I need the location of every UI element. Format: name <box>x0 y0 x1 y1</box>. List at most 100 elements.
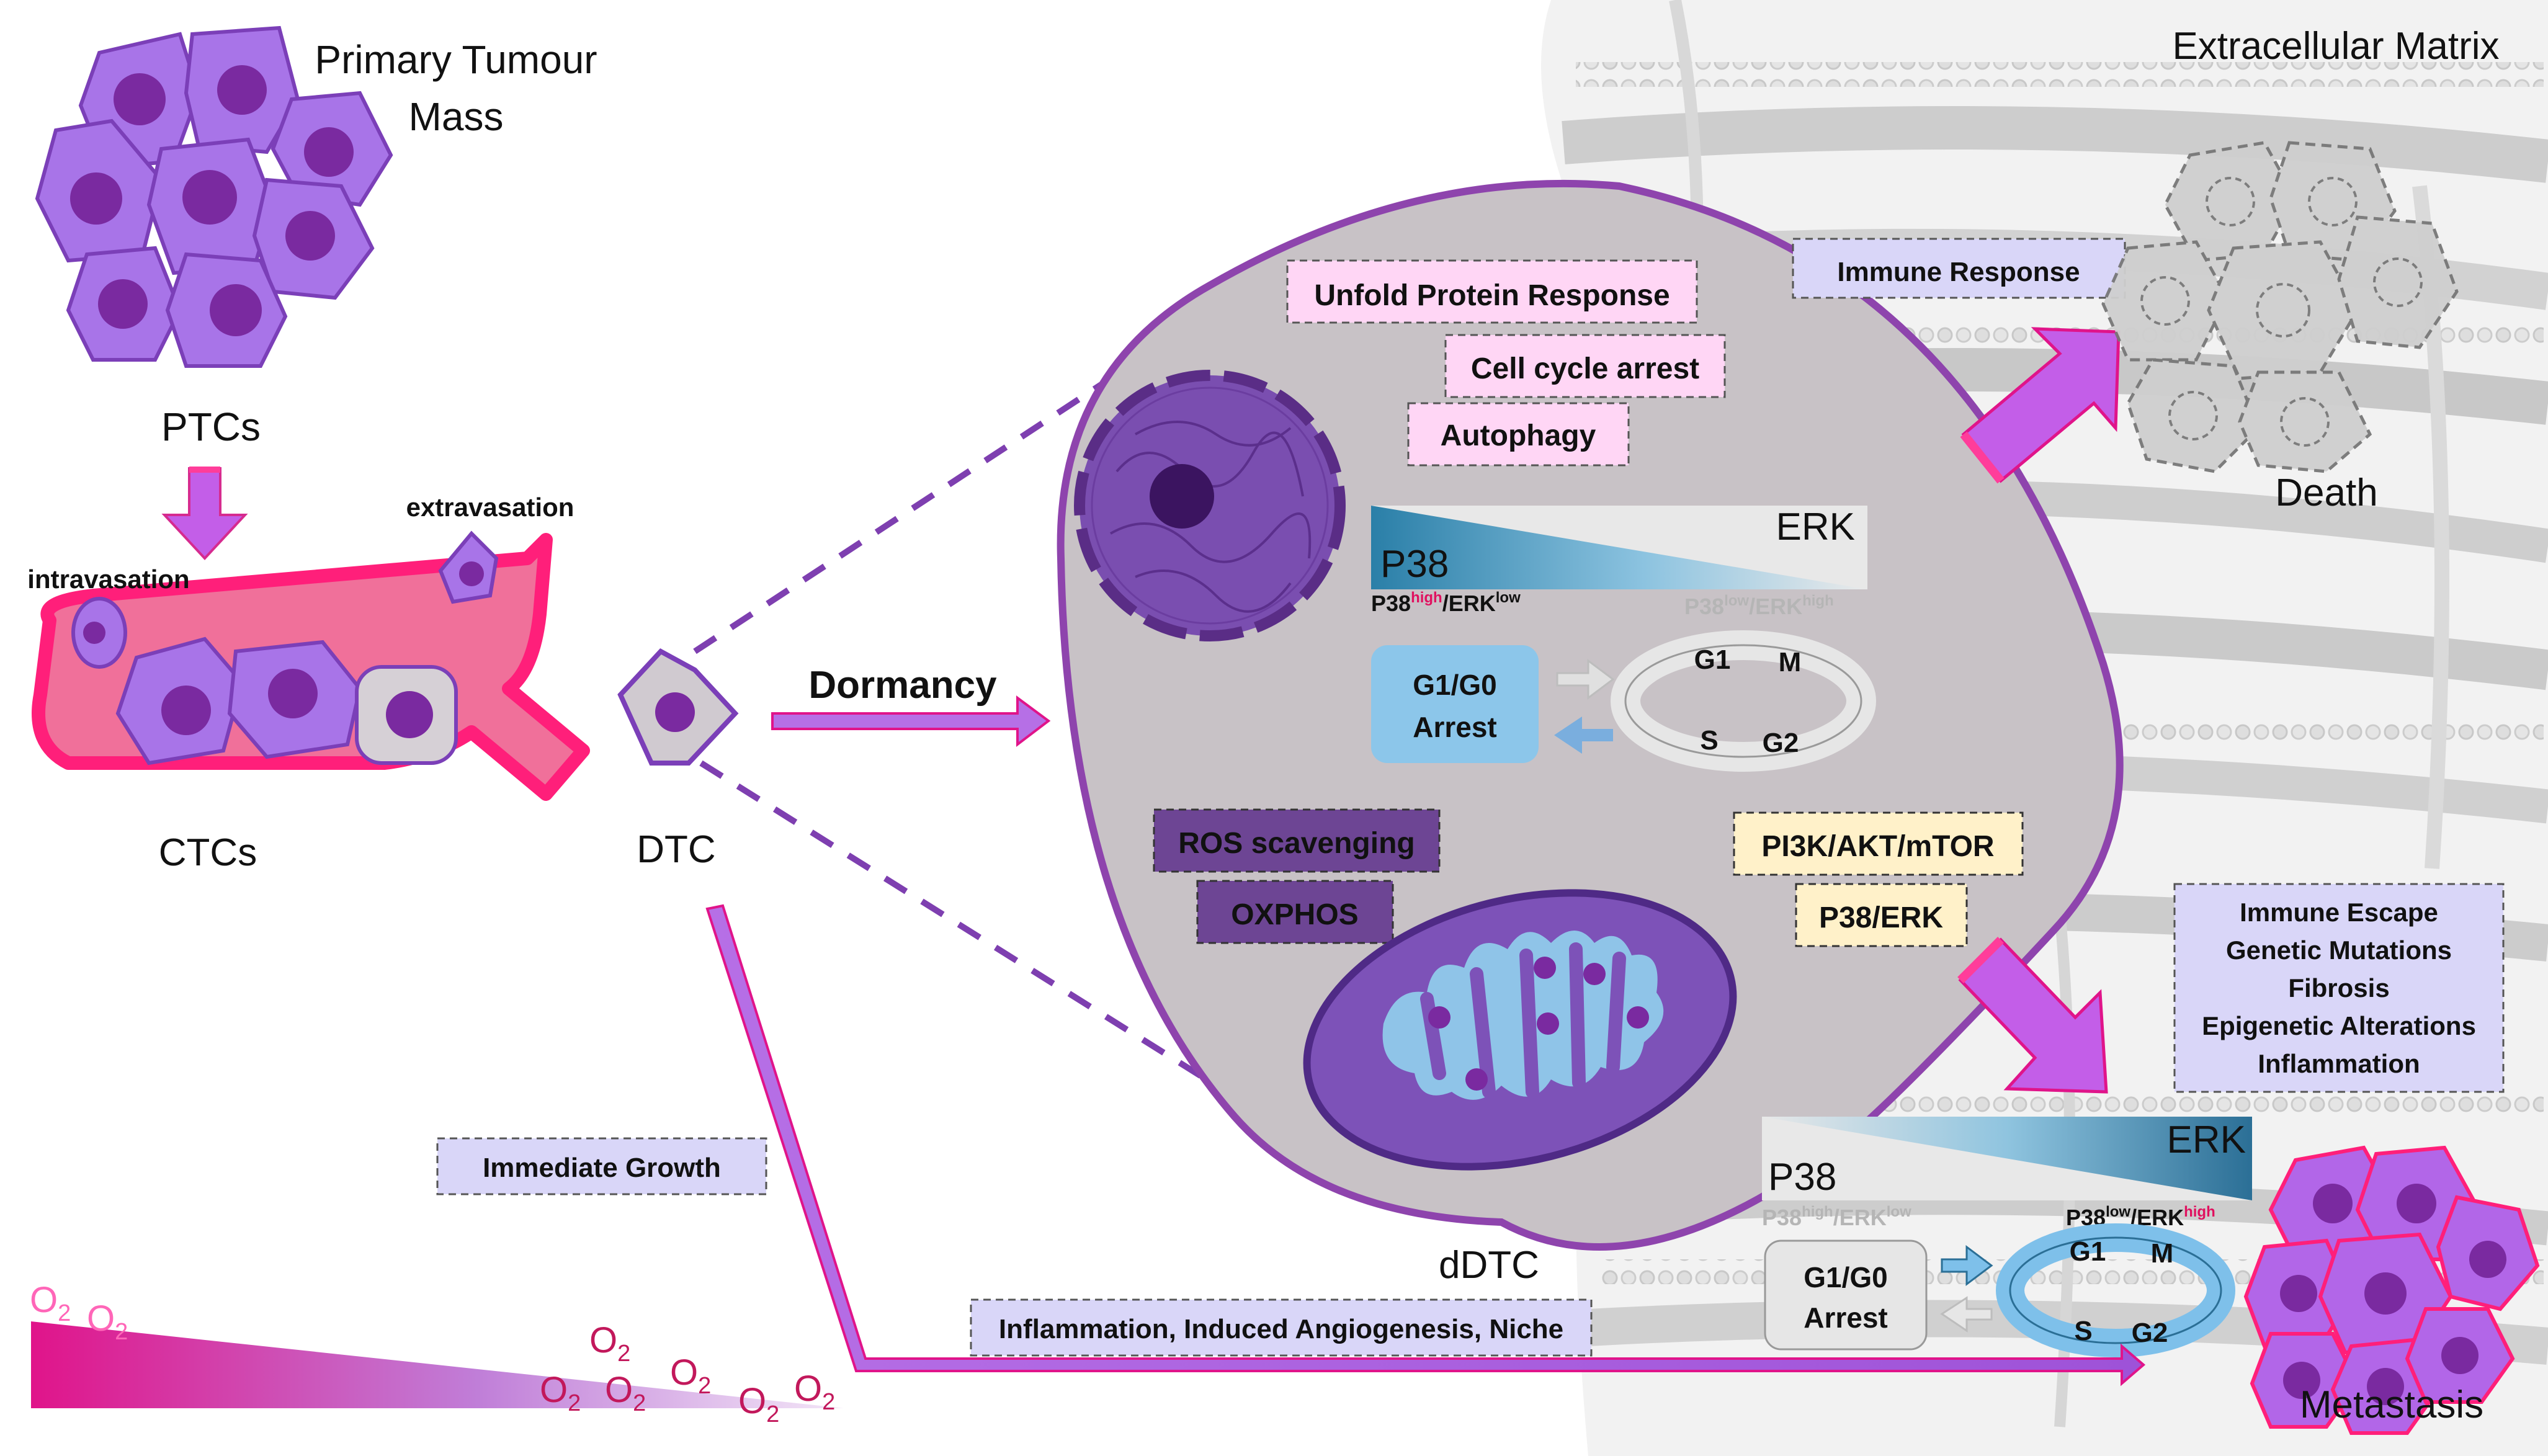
ddtc-nucleus <box>1074 370 1346 641</box>
metastasis-cell-cluster <box>2243 1145 2540 1435</box>
metastasis-label: Metastasis <box>2300 1383 2483 1426</box>
dead-cell <box>2238 370 2372 473</box>
oxygen-gradient <box>31 1321 844 1408</box>
oxygen-label: O2 <box>605 1370 646 1416</box>
svg-text:G1/G0: G1/G0 <box>1804 1261 1888 1293</box>
cell-cycle-arrest-box: Cell cycle arrest <box>1444 334 1726 398</box>
intravasating-cell <box>71 597 127 669</box>
tumour-cell <box>184 25 300 154</box>
p38-erk-gradient-dormant: ERK P38 <box>1371 506 1867 589</box>
svg-text:P38/ERK: P38/ERK <box>1819 901 1943 934</box>
svg-text:OXPHOS: OXPHOS <box>1231 898 1358 931</box>
svg-text:M: M <box>1779 647 1802 677</box>
svg-text:ERK: ERK <box>1776 506 1855 548</box>
svg-text:Immune Response: Immune Response <box>1837 257 2080 287</box>
svg-text:PI3K/AKT/mTOR: PI3K/AKT/mTOR <box>1761 830 1994 863</box>
dormancy-arrow <box>771 695 1051 748</box>
mitochondrion <box>1303 889 1737 1171</box>
p38-high-erk-low-label: P38high/ERKlow <box>1371 589 1521 616</box>
tumour-cell <box>270 91 393 207</box>
metastasis-factor-immune-escape: Immune Escape <box>2240 898 2438 927</box>
svg-text:ROS scavenging: ROS scavenging <box>1178 827 1415 860</box>
death-label: Death <box>2275 471 2377 514</box>
dead-cell <box>2337 215 2459 349</box>
metastasis-factor-epigenetic: Epigenetic Alterations <box>2202 1011 2476 1040</box>
circulating-tumour-cell-grey <box>355 665 458 765</box>
ctc-cells <box>71 530 499 766</box>
svg-text:G1: G1 <box>1694 645 1731 675</box>
tumour-cell <box>165 252 288 368</box>
g1-g0-arrest-box-metastasis: G1/G0 Arrest <box>1764 1239 1928 1351</box>
svg-text:ERK: ERK <box>2167 1119 2246 1161</box>
metastatic-cell <box>2250 1332 2360 1429</box>
dormancy-label: Dormancy <box>808 664 997 707</box>
p38-low-erk-high-faded-label: P38low/ERKhigh <box>1684 592 1834 619</box>
metastasis-factor-fibrosis: Fibrosis <box>2288 973 2389 1003</box>
tumour-cell <box>35 118 164 263</box>
immediate-growth-pathway-arrow <box>705 904 2146 1387</box>
oxygen-label: O2 <box>589 1320 630 1367</box>
arrest-arrows-dormant <box>1554 659 1615 754</box>
dead-cell <box>2207 240 2359 380</box>
oxygen-label: O2 <box>794 1369 835 1415</box>
zoom-line-upper <box>693 375 1112 654</box>
arrest-arrows-metastasis <box>1940 1245 1993 1333</box>
p38-low-erk-high-label: P38low/ERKhigh <box>2066 1204 2215 1230</box>
circulating-tumour-cell <box>115 636 244 766</box>
svg-text:Arrest: Arrest <box>1804 1302 1888 1334</box>
dtc-cell <box>617 648 739 766</box>
extravasating-cell <box>438 530 499 604</box>
immune-response-box: Immune Response <box>1792 238 2126 299</box>
arrow-to-death <box>1960 327 2121 484</box>
autophagy-box: Autophagy <box>1407 402 1630 467</box>
pi3k-akt-mtor-box: PI3K/AKT/mTOR <box>1733 811 2024 876</box>
svg-text:M: M <box>2151 1238 2174 1269</box>
svg-text:S: S <box>2074 1316 2092 1346</box>
g1-g0-arrest-box-dormant: G1/G0 Arrest <box>1371 645 1539 763</box>
p38-erk-gradient-metastasis: ERK P38 <box>1762 1117 2252 1200</box>
tumour-cell <box>146 137 275 275</box>
primary-tumour-label-line2: Mass <box>409 94 504 139</box>
svg-text:P38: P38 <box>1768 1156 1836 1199</box>
dead-cell-cluster <box>2101 141 2459 473</box>
svg-text:Unfold Protein Response: Unfold Protein Response <box>1314 279 1670 312</box>
metastatic-cell <box>2243 1238 2354 1348</box>
oxphos-box: OXPHOS <box>1196 880 1394 944</box>
svg-text:Inflammation, Induced Angiogen: Inflammation, Induced Angiogenesis, Nich… <box>999 1314 1563 1344</box>
svg-text:G2: G2 <box>1763 728 1799 758</box>
metastasis-factor-genetic-mutations: Genetic Mutations <box>2226 936 2452 965</box>
extravasation-label: extravasation <box>406 493 574 522</box>
svg-text:G1/G0: G1/G0 <box>1413 669 1497 701</box>
tumour-cell <box>66 246 182 362</box>
p38-erk-box: P38/ERK <box>1795 883 1968 947</box>
unfold-protein-response-box: Unfold Protein Response <box>1286 259 1698 324</box>
metastasis-factors-box: Immune Escape Genetic Mutations Fibrosis… <box>2173 883 2505 1093</box>
immediate-growth-box: Immediate Growth <box>436 1137 767 1195</box>
ptcs-label: PTCs <box>161 404 261 449</box>
oxygen-label: O2 <box>87 1298 128 1345</box>
ptc-to-ctc-arrow <box>161 467 248 560</box>
primary-tumour-label: Primary Tumour <box>315 37 597 82</box>
intravasation-label: intravasation <box>27 565 189 594</box>
ctcs-label: CTCs <box>159 831 257 874</box>
metastatic-cell <box>2268 1145 2397 1261</box>
extracellular-matrix-label: Extracellular Matrix <box>2172 25 2499 68</box>
svg-text:Immediate Growth: Immediate Growth <box>483 1153 721 1183</box>
oxygen-label: O2 <box>738 1381 779 1427</box>
oxygen-labels: O2 O2 O2 O2 O2 O2 O2 O2 <box>30 1280 835 1427</box>
svg-text:G1: G1 <box>2070 1236 2106 1267</box>
arrow-to-metastasis <box>1957 937 2108 1094</box>
circulating-tumour-cell <box>227 640 362 759</box>
dtc-label: DTC <box>637 828 715 871</box>
svg-text:P38: P38 <box>1380 543 1449 586</box>
ros-scavenging-box: ROS scavenging <box>1153 808 1441 873</box>
dead-cell <box>2126 358 2260 473</box>
oxygen-label: O2 <box>670 1352 711 1399</box>
dead-cell <box>2101 240 2229 362</box>
cell-cycle-metastasis: G1 M S G2 <box>1996 1223 2235 1357</box>
tumour-cell <box>252 177 375 300</box>
metastatic-cell <box>2436 1195 2540 1311</box>
svg-text:G2: G2 <box>2132 1318 2168 1348</box>
oxygen-label: O2 <box>30 1280 71 1326</box>
